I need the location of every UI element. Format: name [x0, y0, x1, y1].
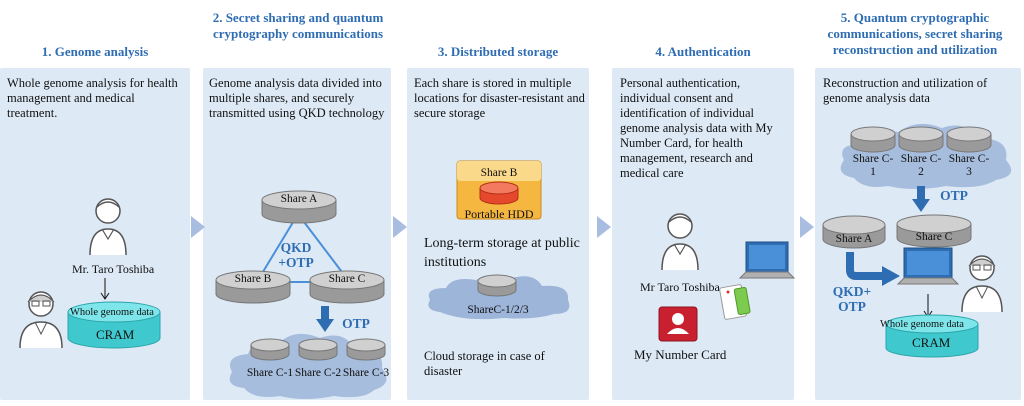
qkd-otp-label: QKD +OTP: [268, 240, 324, 270]
share-c2-label: Share C-2: [294, 367, 342, 379]
recon-otp-text: OTP: [838, 299, 866, 314]
step5-description: Reconstruction and utilization of genome…: [823, 76, 988, 105]
otp-label: OTP: [342, 316, 370, 331]
step2-description: Genome analysis data divided into multip…: [209, 76, 385, 120]
step5-heading: 5. Quantum cryptographic communications,…: [827, 10, 1003, 57]
card-reader-icon: [719, 284, 751, 320]
storage-cloud-icon: [428, 275, 570, 320]
cloud-share-label: ShareC-1/2/3: [467, 304, 529, 316]
recon-share-c1-label: Share C-1: [852, 153, 894, 178]
recon-share-c-label: Share C: [915, 231, 953, 243]
recon-share-c2-disk-icon: [898, 126, 944, 153]
down-arrow-icon: [100, 278, 110, 300]
cloud-storage-caption: Cloud storage in case of disaster: [424, 349, 545, 378]
step-arrow-1: [191, 216, 205, 238]
share-b-label: Share B: [234, 273, 272, 285]
cram-label: CRAM: [96, 327, 135, 342]
cram-cylinder-icon: [67, 301, 161, 349]
step-arrow-4: [800, 216, 814, 238]
step-arrow-2: [393, 216, 407, 238]
hdd-share-b-label: Share B: [480, 167, 518, 179]
portable-hdd-icon: [456, 160, 542, 220]
recon-share-c2-label: Share C-2: [900, 153, 942, 178]
auth-person-name-label: Mr Taro Toshiba: [640, 280, 720, 294]
step1-heading: 1. Genome analysis: [41, 44, 149, 59]
my-number-card-icon: [658, 306, 698, 342]
recon-whole-genome-label: Whole genome data: [880, 319, 964, 330]
step-arrow-3: [597, 216, 611, 238]
step3-heading: 3. Distributed storage: [437, 44, 559, 59]
blue-curved-arrow-icon: [846, 252, 900, 286]
person-icon-auth: [661, 213, 699, 271]
step4-heading: 4. Authentication: [655, 44, 751, 59]
recon-laptop-icon: [896, 247, 960, 285]
recon-share-c3-label: Share C-3: [948, 153, 990, 178]
share-c1-disk-icon: [250, 338, 290, 361]
recon-cram-label: CRAM: [912, 335, 951, 350]
share-c2-disk-icon: [298, 338, 338, 361]
otp-text: +OTP: [278, 255, 314, 270]
cloud-disk-icon: [477, 274, 517, 297]
laptop-icon: [738, 241, 796, 279]
step3-description: Each share is stored in multiple locatio…: [414, 76, 585, 120]
recon-share-a-label: Share A: [835, 233, 873, 245]
recon-qkd-text: QKD+: [832, 284, 872, 299]
my-number-card-label: My Number Card: [634, 347, 727, 362]
doctor-icon: [19, 291, 63, 349]
share-c3-label: Share C-3: [342, 367, 390, 379]
share-a-disk-icon: [261, 190, 337, 224]
share-a-label: Share A: [280, 193, 318, 205]
qkd-text: QKD: [280, 240, 312, 255]
recon-share-c3-disk-icon: [946, 126, 992, 153]
recon-share-c-disk-icon: [896, 214, 972, 248]
recon-otp-label: OTP: [940, 188, 968, 203]
portable-hdd-label: Portable HDD: [464, 207, 534, 221]
panel-distributed-storage: [407, 68, 589, 400]
person-name-label: Mr. Taro Toshiba: [72, 262, 155, 276]
recon-blue-down-arrow-icon: [912, 186, 930, 212]
share-c1-label: Share C-1: [246, 367, 294, 379]
step2-heading: 2. Secret sharing and quantum cryptograp…: [212, 10, 384, 41]
share-c-disk-icon: [309, 270, 385, 304]
person-icon: [89, 198, 127, 256]
recon-share-a-disk-icon: [822, 215, 886, 249]
blue-down-arrow-icon: [316, 306, 334, 332]
long-term-storage-label: Long-term storage at public institutions: [424, 236, 580, 270]
recon-cram-cylinder-icon: [885, 314, 979, 358]
recon-doctor-icon: [961, 255, 1003, 313]
share-b-disk-icon: [215, 270, 291, 304]
panel-authentication: [612, 68, 794, 400]
recon-share-c1-disk-icon: [850, 126, 896, 153]
recon-qkd-otp-label: QKD+ OTP: [824, 284, 880, 314]
whole-genome-data-label: Whole genome data: [70, 307, 154, 318]
share-c-label: Share C: [328, 273, 366, 285]
share-c3-disk-icon: [346, 338, 386, 361]
step4-description: Personal authentication, individual cons…: [620, 76, 773, 180]
step1-description: Whole genome analysis for health managem…: [7, 76, 178, 120]
